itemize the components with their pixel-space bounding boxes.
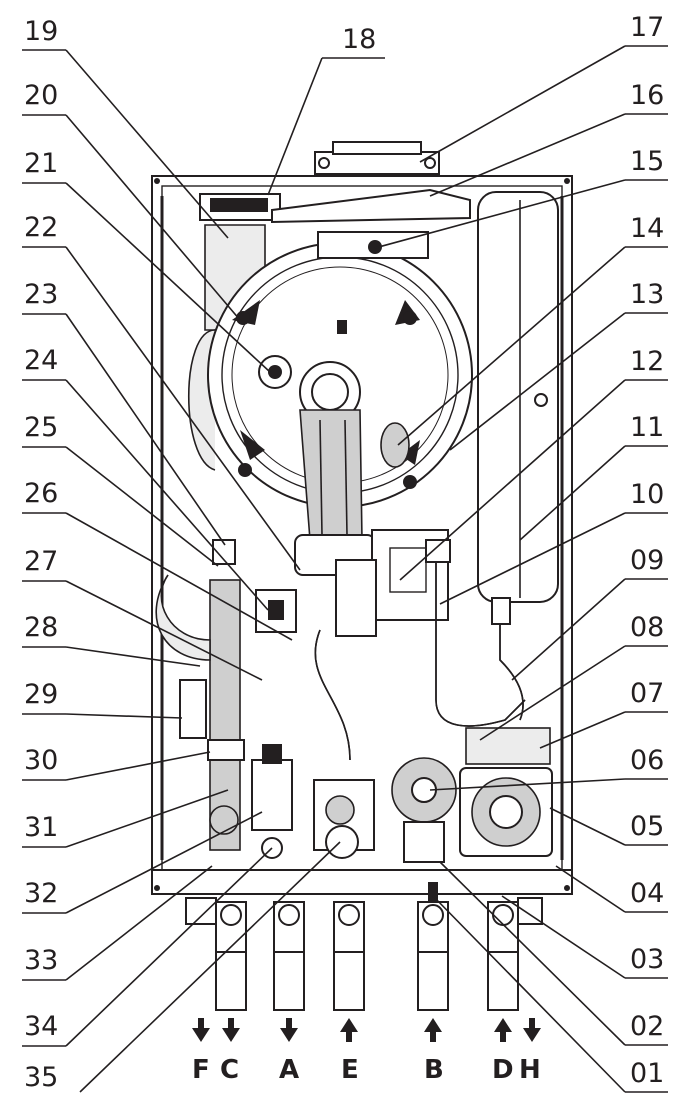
arrow-up-icon	[340, 1018, 358, 1042]
callout-20: 20	[24, 80, 58, 111]
callout-07: 07	[630, 678, 664, 709]
callout-33: 33	[24, 945, 58, 976]
arrow-down-icon	[192, 1018, 210, 1042]
left-callouts: 19 20 21 22 23 24 25 26 27 28 29 30 31 3…	[22, 16, 341, 1093]
callout-11: 11	[630, 412, 664, 443]
callout-18: 18	[342, 24, 376, 55]
callout-02: 02	[630, 1011, 664, 1042]
callout-01: 01	[630, 1058, 664, 1089]
connection-labels: F C A E B D H	[192, 1018, 541, 1085]
callout-29: 29	[24, 679, 58, 710]
callout-17: 17	[630, 12, 664, 43]
callout-28: 28	[24, 612, 58, 643]
diverter-valve	[251, 744, 457, 863]
connection-label-h: H	[519, 1055, 541, 1085]
connection-label-a: A	[279, 1055, 299, 1085]
callout-31: 31	[24, 812, 58, 843]
bottom-valves	[185, 882, 543, 1011]
connection-label-f: F	[192, 1055, 210, 1085]
callout-32: 32	[24, 878, 58, 909]
right-callouts: 17 16 15 14 13 12 11 10 09 08 07 06 05 0…	[374, 12, 668, 1093]
callout-04: 04	[630, 878, 664, 909]
top-callout: 18	[267, 24, 385, 196]
connection-label-d: D	[492, 1055, 514, 1085]
expansion-vessel	[477, 191, 559, 625]
callout-27: 27	[24, 546, 58, 577]
circulation-pump	[459, 727, 553, 857]
connection-label-e: E	[341, 1055, 359, 1085]
callout-09: 09	[630, 545, 664, 576]
right-pipework	[314, 539, 526, 761]
callout-21: 21	[24, 148, 58, 179]
callout-05: 05	[630, 811, 664, 842]
callout-19: 19	[24, 16, 58, 47]
callout-25: 25	[24, 412, 58, 443]
arrow-down-icon	[523, 1018, 541, 1042]
callout-08: 08	[630, 612, 664, 643]
callout-35: 35	[24, 1062, 58, 1093]
connection-label-c: C	[220, 1055, 239, 1085]
callout-10: 10	[630, 479, 664, 510]
callout-14: 14	[630, 213, 664, 244]
callout-34: 34	[24, 1011, 58, 1042]
arrow-down-icon	[280, 1018, 298, 1042]
callout-22: 22	[24, 212, 58, 243]
arrow-up-icon	[424, 1018, 442, 1042]
arrow-down-icon	[222, 1018, 240, 1042]
callout-23: 23	[24, 279, 58, 310]
left-pipework	[155, 539, 245, 851]
connection-label-b: B	[424, 1055, 444, 1085]
callout-06: 06	[630, 745, 664, 776]
callout-24: 24	[24, 345, 58, 376]
callout-13: 13	[630, 279, 664, 310]
callout-12: 12	[630, 346, 664, 377]
flue-adaptor	[199, 141, 471, 224]
callout-26: 26	[24, 478, 58, 509]
callout-15: 15	[630, 146, 664, 177]
arrow-up-icon	[494, 1018, 512, 1042]
callout-03: 03	[630, 944, 664, 975]
callout-16: 16	[630, 80, 664, 111]
callout-30: 30	[24, 745, 58, 776]
